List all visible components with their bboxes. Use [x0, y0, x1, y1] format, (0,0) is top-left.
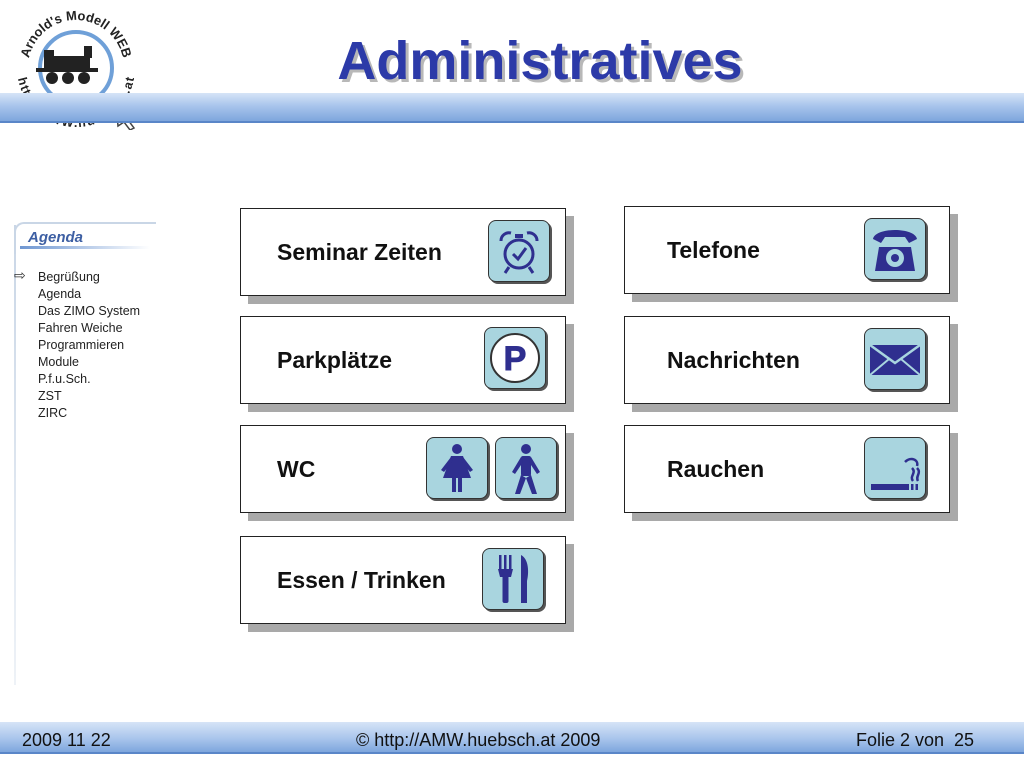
- sign-telephones: Telefone: [624, 206, 950, 294]
- agenda-item[interactable]: Programmieren: [38, 338, 125, 352]
- agenda-item[interactable]: Begrüßung: [38, 270, 100, 284]
- agenda-item[interactable]: P.f.u.Sch.: [38, 372, 91, 386]
- sign-label: Essen / Trinken: [277, 567, 446, 593]
- parking-letter: P: [504, 340, 527, 378]
- sign-label: Telefone: [667, 237, 760, 263]
- sign-wc: WC: [240, 425, 566, 513]
- footer-date: 2009 11 22: [22, 730, 111, 750]
- sign-seminar-times: Seminar Zeiten: [240, 208, 566, 296]
- agenda-item[interactable]: ZST: [38, 389, 62, 403]
- envelope-icon: [864, 328, 926, 390]
- agenda-item[interactable]: ZIRC: [38, 406, 68, 420]
- footer-slide-number: Folie 2 von 25: [856, 730, 975, 750]
- sign-label: Parkplätze: [277, 347, 393, 373]
- fork-knife-icon: [482, 548, 544, 610]
- sidebar-tab: [14, 222, 156, 254]
- sign-label: Seminar Zeiten: [277, 239, 442, 265]
- sign-smoking: Rauchen: [624, 425, 950, 513]
- telephone-icon: [864, 218, 926, 280]
- woman-icon: [426, 437, 488, 499]
- sign-label: Nachrichten: [667, 347, 800, 373]
- header-band: [0, 93, 1024, 121]
- agenda-item[interactable]: Module: [38, 355, 79, 369]
- header-divider: [0, 121, 1024, 123]
- agenda-item[interactable]: Fahren Weiche: [38, 321, 123, 335]
- sign-food-drink: Essen / Trinken: [240, 536, 566, 624]
- cigarette-icon: [864, 437, 926, 499]
- sign-parking: Parkplätze P: [240, 316, 566, 404]
- footer-divider: [0, 752, 1024, 754]
- hollow-arrow-right-icon: ⇨: [14, 267, 26, 283]
- parking-icon: P: [484, 327, 546, 389]
- footer-copyright[interactable]: © http://AMW.huebsch.at 2009: [356, 730, 601, 750]
- man-icon: [495, 437, 557, 499]
- sign-label: WC: [277, 456, 316, 482]
- sidebar-border: [14, 225, 16, 685]
- sign-messages: Nachrichten: [624, 316, 950, 404]
- slide-title: Administratives: [337, 31, 743, 91]
- agenda-item[interactable]: Agenda: [38, 287, 82, 301]
- sidebar-tab-underline: [20, 246, 150, 249]
- alarm-clock-icon: [488, 220, 550, 282]
- agenda-item[interactable]: Das ZIMO System: [38, 304, 141, 318]
- sign-label: Rauchen: [667, 456, 765, 482]
- footer-band: [0, 722, 1024, 752]
- agenda-list: Begrüßung Agenda Das ZIMO System Fahren …: [38, 269, 140, 422]
- sidebar-heading: Agenda: [28, 229, 84, 246]
